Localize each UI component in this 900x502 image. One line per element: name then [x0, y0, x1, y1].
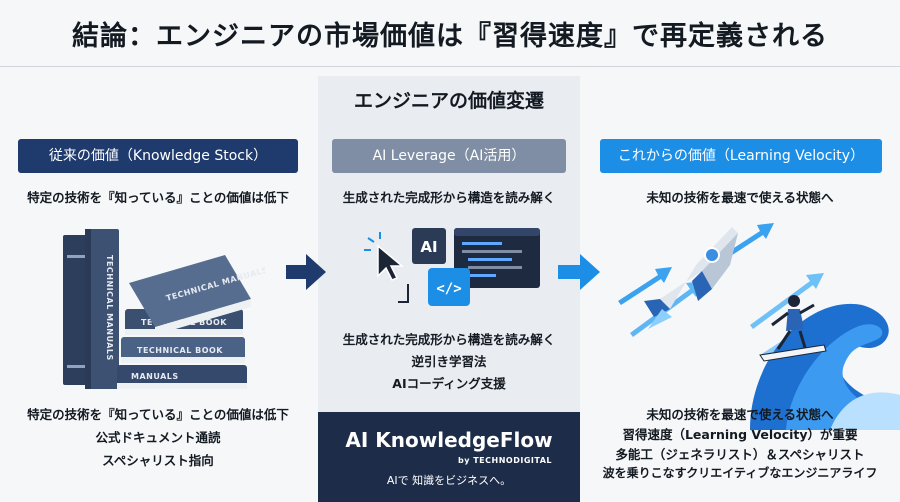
surfer — [759, 295, 827, 362]
code-icon: </> — [428, 268, 470, 306]
brand-byline: by TECHNODIGITAL — [458, 456, 552, 465]
center-point: AIコーディング支援 — [392, 376, 506, 391]
pill-ai-leverage: AI Leverage（AI活用） — [332, 139, 566, 173]
right-point: 未知の技術を最速で使える状態へ — [646, 407, 834, 422]
book-label: MANUALS — [131, 372, 179, 381]
right-point: 波を乗りこなすクリエイティブなエンジニアライフ — [602, 466, 878, 480]
book-label: TECHNICAL MANUALS — [105, 255, 114, 361]
right-point: 習得速度（Learning Velocity）が重要 — [622, 427, 858, 442]
left-subtitle: 特定の技術を『知っている』ことの価値は低下 — [27, 190, 289, 205]
pill-learning-velocity: これからの価値（Learning Velocity） — [600, 139, 882, 173]
arrow-to-right — [558, 254, 600, 290]
center-heading: エンジニアの価値変遷 — [353, 90, 544, 112]
ai-screens-illustration: AI </> — [364, 228, 540, 306]
ai-screen-label: AI — [420, 238, 437, 256]
center-subtitle: 生成された完成形から構造を読み解く — [342, 190, 556, 205]
cursor-icon — [364, 232, 405, 281]
books-illustration: TECHNICAL MANUALS MANUALS TECHNICAL BOOK… — [63, 229, 265, 389]
ai-screen: AI — [412, 228, 446, 264]
brand-block: AI KnowledgeFlow by TECHNODIGITAL AIで 知識… — [318, 412, 580, 502]
right-subtitle: 未知の技術を最速で使える状態へ — [646, 190, 834, 205]
rocket-surfer-illustration — [618, 223, 900, 430]
right-point: 多能工（ジェネラリスト）＆スペシャリスト — [615, 447, 865, 462]
center-point: 逆引き学習法 — [411, 354, 487, 369]
stacked-book-1: MANUALS — [117, 365, 247, 389]
brand-name: AI KnowledgeFlow — [345, 428, 553, 452]
left-point: スペシャリスト指向 — [102, 453, 214, 468]
left-point: 特定の技術を『知っている』ことの価値は低下 — [27, 407, 289, 422]
pill-knowledge-stock: 従来の価値（Knowledge Stock） — [18, 139, 298, 173]
code-window — [454, 228, 540, 288]
arrow-to-center — [286, 254, 326, 290]
stacked-book-2: TECHNICAL BOOK — [121, 337, 245, 363]
top-manual: TECHNICAL MANUALS — [129, 255, 265, 335]
page-title: 結論：エンジニアの市場価値は『習得速度』で再定義される — [72, 21, 828, 52]
book-label: TECHNICAL BOOK — [137, 346, 223, 355]
standing-book-front: TECHNICAL MANUALS — [85, 229, 119, 389]
flow-connector — [398, 284, 409, 303]
title-divider — [0, 66, 900, 67]
center-point: 生成された完成形から構造を読み解く — [342, 332, 556, 347]
brand-tagline: AIで 知識をビジネスへ。 — [386, 474, 512, 487]
code-icon-label: </> — [436, 281, 461, 297]
standing-book-back — [63, 235, 89, 385]
rocket-icon — [644, 227, 738, 329]
left-point: 公式ドキュメント通読 — [95, 430, 221, 445]
